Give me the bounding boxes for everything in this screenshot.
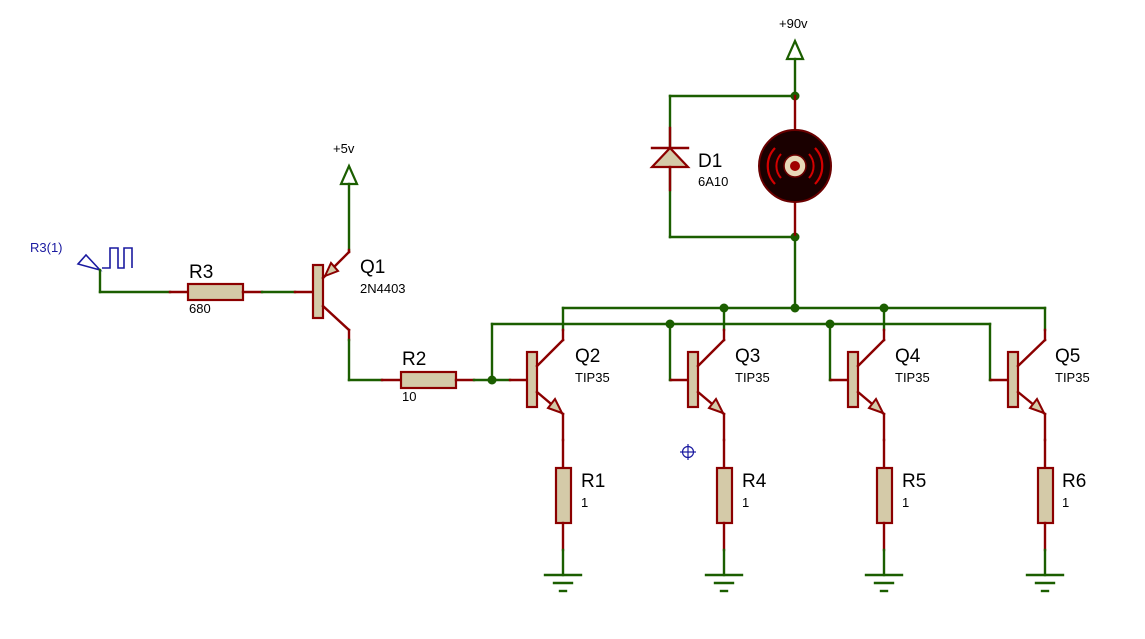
q3-value: TIP35 (735, 370, 770, 385)
r5-ref: R5 (902, 471, 926, 492)
q5-ref: Q5 (1055, 346, 1080, 367)
q2-ref: Q2 (575, 346, 600, 367)
resistor-r3[interactable]: R3 680 (168, 262, 264, 316)
pulse-generator[interactable]: R3(1) (30, 240, 172, 294)
ground-3 (864, 548, 904, 593)
resistor-r1[interactable]: R1 1 (554, 438, 605, 552)
base-bus (487, 319, 993, 385)
r4-ref: R4 (742, 471, 767, 492)
resistor-r5[interactable]: R5 1 (875, 438, 926, 552)
r6-value: 1 (1062, 495, 1069, 510)
dc-motor[interactable] (758, 94, 832, 239)
resistor-r2[interactable]: R2 10 (380, 349, 476, 404)
transistor-q1[interactable]: Q1 2N4403 (293, 248, 406, 342)
ground-1 (543, 548, 583, 593)
r6-ref: R6 (1062, 471, 1086, 492)
generator-label: R3(1) (30, 240, 63, 255)
r2-ref: R2 (402, 349, 426, 370)
supply-terminal-5v[interactable]: +5v (333, 141, 359, 252)
q4-value: TIP35 (895, 370, 930, 385)
supply-5v-label: +5v (333, 141, 355, 156)
q2-value: TIP35 (575, 370, 610, 385)
r5-value: 1 (902, 495, 909, 510)
supply-90v-label: +90v (779, 16, 808, 31)
d1-ref: D1 (698, 151, 722, 172)
transistor-q3[interactable]: Q3 TIP35 (669, 328, 770, 442)
transistor-q5[interactable]: Q5 TIP35 (989, 328, 1090, 442)
q1-value: 2N4403 (360, 281, 406, 296)
collector-bus (561, 235, 1047, 332)
ground-2 (704, 548, 744, 593)
r3-value: 680 (189, 301, 211, 316)
square-wave-icon (102, 247, 133, 269)
r1-ref: R1 (581, 471, 605, 492)
r4-value: 1 (742, 495, 749, 510)
r2-value: 10 (402, 389, 416, 404)
transistor-q2[interactable]: Q2 TIP35 (508, 328, 610, 442)
r3-ref: R3 (189, 262, 213, 283)
r1-value: 1 (581, 495, 588, 510)
crosshair-cursor-icon (680, 444, 696, 460)
q4-ref: Q4 (895, 346, 921, 367)
q5-value: TIP35 (1055, 370, 1090, 385)
resistor-r4[interactable]: R4 1 (715, 438, 767, 552)
ground-4 (1025, 548, 1065, 593)
supply-terminal-90v[interactable]: +90v (779, 16, 808, 98)
diode-d1[interactable]: D1 6A10 (649, 126, 728, 192)
q1-ref: Q1 (360, 257, 385, 278)
resistor-r6[interactable]: R6 1 (1036, 438, 1086, 552)
d1-value: 6A10 (698, 174, 728, 189)
transistor-q4[interactable]: Q4 TIP35 (829, 328, 930, 442)
q3-ref: Q3 (735, 346, 760, 367)
